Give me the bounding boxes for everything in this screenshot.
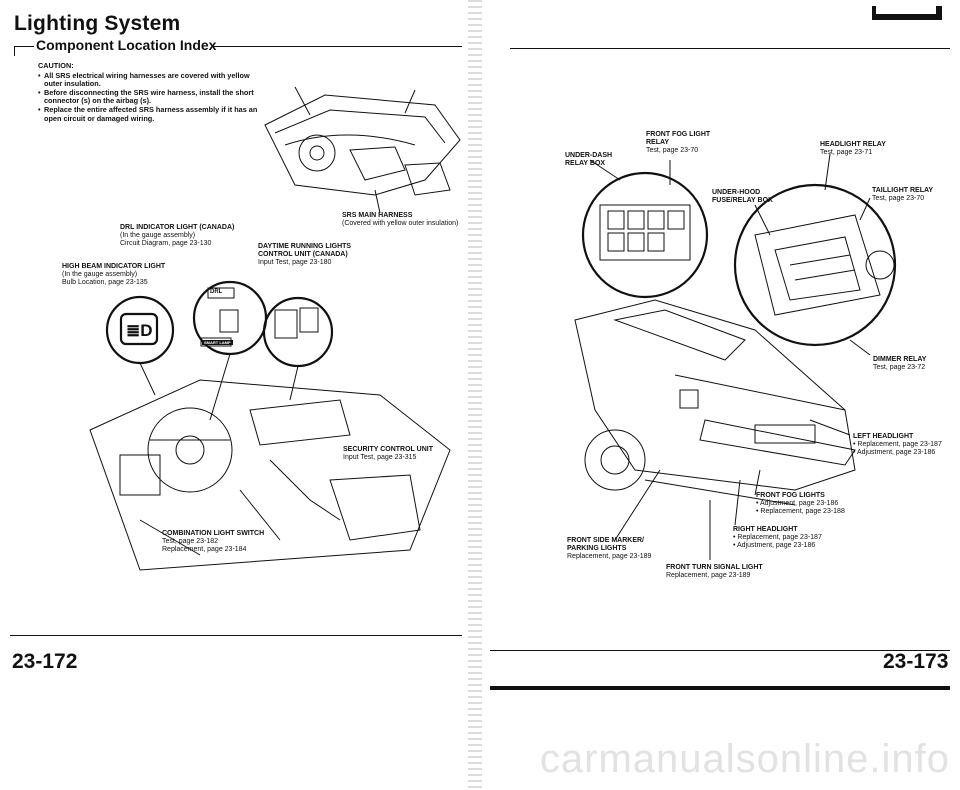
caution-list: All SRS electrical wiring harnesses are … — [38, 71, 263, 124]
side-marker-label: FRONT SIDE MARKER/ PARKING LIGHTS Replac… — [567, 537, 652, 560]
callout-leader-lines — [589, 153, 871, 560]
left-bottom-rule — [10, 635, 462, 636]
page-number-left: 23-172 — [12, 650, 78, 673]
combination-switch-label: COMBINATION LIGHT SWITCH Test, page 23-1… — [162, 530, 265, 553]
under-hood-box-label: UNDER-HOOD FUSE/RELAY BOX — [712, 189, 773, 204]
under-dash-box-label: UNDER-DASH RELAY BOX — [565, 152, 613, 167]
left-headlight-label: LEFT HEADLIGHT • Replacement, page 23-18… — [853, 433, 942, 456]
corner-marker-icon — [872, 6, 942, 20]
dashboard-overview-illustration — [264, 86, 461, 214]
page-gutter — [468, 0, 482, 790]
subtitle-rule — [212, 46, 462, 47]
caution-item: Replace the entire affected SRS harness … — [38, 105, 263, 123]
turn-signal-label: FRONT TURN SIGNAL LIGHT Replacement, pag… — [666, 564, 763, 579]
right-footer-bar — [490, 686, 950, 690]
drl-indicator-label: DRL INDICATOR LIGHT (Canada) (In the gau… — [120, 224, 235, 247]
dimmer-relay-label: DIMMER RELAY Test, page 23-72 — [873, 356, 927, 371]
front-fog-relay-label: FRONT FOG LIGHT RELAY Test, page 23-70 — [646, 131, 711, 154]
page-number-right: 23-173 — [883, 650, 949, 673]
caution-block: CAUTION: All SRS electrical wiring harne… — [38, 61, 263, 124]
cockpit-illustration — [89, 379, 451, 571]
smart-lamp-icon-text: SMART LAMP — [202, 340, 233, 345]
right-top-rule — [510, 48, 950, 49]
title-rule-left — [14, 46, 34, 47]
daytime-running-unit-label: DAYTIME RUNNING LIGHTS CONTROL UNIT (Can… — [258, 243, 352, 266]
detail-callouts — [105, 280, 334, 421]
front-fog-lights-label: FRONT FOG LIGHTS • Adjustment, page 23-1… — [756, 492, 845, 515]
high-beam-icon: ≣D — [126, 321, 153, 340]
relay-box-illustrations — [581, 171, 897, 347]
headlight-relay-label: HEADLIGHT RELAY Test, page 23-71 — [820, 141, 886, 156]
high-beam-indicator-label: HIGH BEAM INDICATOR LIGHT (In the gauge … — [62, 263, 166, 286]
section-subtitle: Component Location Index — [36, 37, 217, 53]
taillight-relay-label: TAILLIGHT RELAY Test, page 23-70 — [872, 187, 934, 202]
watermark-text: carmanualsonline.info — [539, 737, 950, 781]
right-bottom-rule — [490, 650, 950, 651]
right-headlight-label: RIGHT HEADLIGHT • Replacement, page 23-1… — [733, 526, 822, 549]
caution-item: All SRS electrical wiring harnesses are … — [38, 71, 263, 89]
left-vertical-rule — [14, 46, 15, 56]
drl-icon-text: DRL — [210, 289, 223, 295]
caution-heading: CAUTION: — [38, 61, 74, 70]
car-front-illustration — [574, 299, 856, 506]
security-control-unit-label: SECURITY CONTROL UNIT Input Test, page 2… — [343, 446, 433, 461]
page-title: Lighting System — [14, 12, 181, 35]
caution-item: Before disconnecting the SRS wire harnes… — [38, 88, 263, 106]
srs-harness-label: SRS MAIN HARNESS (Covered with yellow ou… — [342, 212, 459, 227]
